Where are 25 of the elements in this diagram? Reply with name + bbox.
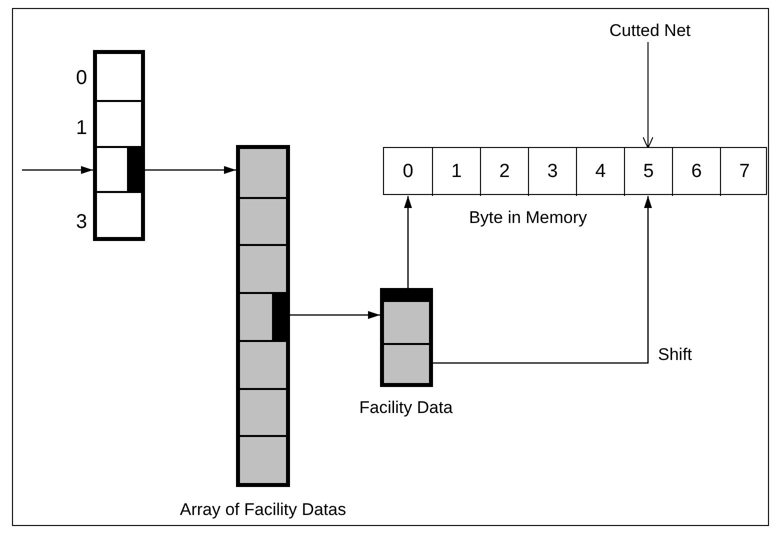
- arrow: [433, 196, 652, 364]
- byte-bit-cell: 7: [720, 148, 768, 196]
- index-number: 0: [76, 68, 88, 88]
- arrow: [145, 166, 236, 174]
- node-label: Array of Facility Datas: [180, 500, 346, 520]
- index-array: [93, 50, 145, 241]
- byte-bit-cell: 6: [672, 148, 720, 196]
- byte-bit-cell: 5: [624, 148, 672, 196]
- arrow: [404, 196, 412, 288]
- node-label: Byte in Memory: [468, 208, 588, 228]
- byte-bit-cell: 2: [480, 148, 528, 196]
- facility-array: [236, 145, 290, 487]
- arrow: [290, 311, 380, 319]
- byte-bit-cell: 1: [432, 148, 480, 196]
- byte-bit-cell: 3: [528, 148, 576, 196]
- byte-bit-cell: 0: [384, 148, 432, 196]
- memory-byte: [383, 147, 767, 195]
- facility-record: [380, 288, 433, 387]
- net-label: Cutted Net: [590, 20, 710, 42]
- arrow: [22, 166, 93, 174]
- node-label: Facility Data: [359, 398, 453, 418]
- index-number: 1: [76, 118, 88, 138]
- byte-bit-cell: 4: [576, 148, 624, 196]
- index-number: 3: [76, 212, 88, 232]
- arrow: [642, 42, 654, 148]
